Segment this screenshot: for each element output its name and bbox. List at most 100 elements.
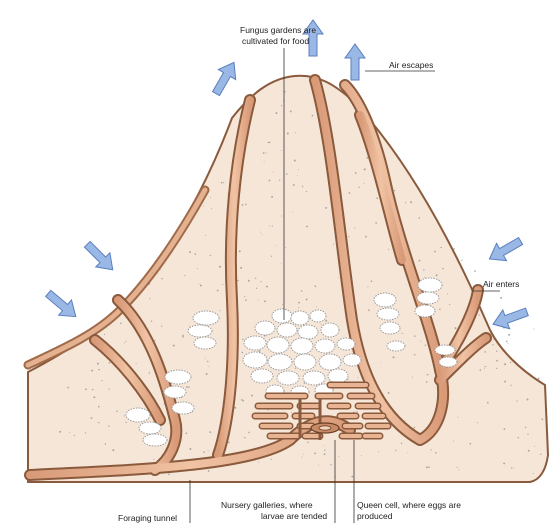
storage-chamber — [165, 370, 191, 384]
speckle — [301, 290, 303, 292]
speckle — [271, 459, 272, 460]
speckle — [500, 297, 502, 299]
speckle — [184, 275, 185, 276]
storage-chamber — [194, 337, 216, 349]
speckle — [276, 245, 277, 246]
speckle — [518, 437, 520, 439]
speckle — [540, 454, 541, 455]
speckle — [260, 281, 261, 282]
storage-chamber — [126, 408, 150, 422]
speckle — [237, 280, 239, 282]
fungus-chamber — [255, 321, 275, 335]
speckle — [428, 466, 430, 468]
speckle — [286, 173, 288, 175]
speckle — [258, 299, 259, 300]
speckle — [461, 260, 462, 261]
speckle — [152, 272, 153, 273]
speckle — [431, 449, 432, 450]
speckle — [208, 450, 209, 451]
speckle — [198, 284, 199, 285]
mound-body — [28, 76, 548, 482]
speckle — [541, 418, 543, 420]
speckle — [330, 464, 331, 465]
speckle — [496, 368, 497, 369]
speckle — [85, 432, 86, 433]
speckle — [455, 327, 457, 329]
speckle — [474, 270, 476, 272]
speckle — [314, 453, 316, 455]
speckle — [479, 314, 480, 315]
speckle — [367, 286, 368, 287]
speckle — [104, 334, 105, 335]
speckle — [527, 434, 528, 435]
speckle — [186, 432, 188, 434]
speckle — [453, 248, 455, 250]
speckle — [264, 161, 265, 162]
speckle — [136, 363, 137, 364]
speckle — [98, 422, 99, 423]
speckle — [98, 369, 100, 371]
speckle — [392, 294, 393, 295]
speckle — [401, 333, 402, 334]
speckle — [306, 298, 308, 300]
arrow-icon — [484, 232, 525, 267]
speckle — [203, 451, 205, 453]
speckle — [405, 420, 406, 421]
speckle — [425, 345, 426, 346]
fungus-chamber — [251, 369, 273, 383]
arrow-icon — [490, 302, 531, 333]
speckle — [269, 225, 270, 226]
speckle — [295, 132, 296, 133]
speckle — [506, 341, 508, 343]
speckle — [93, 396, 95, 398]
speckle — [538, 378, 540, 380]
speckle — [263, 152, 265, 154]
fungus-chamber — [298, 325, 318, 339]
speckle — [414, 354, 416, 356]
speckle — [302, 457, 303, 458]
storage-chamber — [435, 345, 455, 355]
speckle — [208, 470, 210, 472]
fungus-chamber — [294, 354, 316, 370]
speckle — [359, 187, 360, 188]
speckle — [157, 273, 158, 274]
speckle — [234, 407, 236, 409]
speckle — [217, 290, 219, 292]
speckle — [287, 133, 289, 135]
speckle — [525, 427, 526, 428]
speckle — [266, 286, 268, 288]
speckle — [271, 196, 273, 198]
speckle — [244, 296, 245, 297]
speckle — [275, 112, 277, 114]
speckle — [407, 452, 408, 453]
speckle — [371, 280, 373, 282]
speckle — [85, 388, 87, 390]
speckle — [447, 293, 448, 294]
speckle — [126, 341, 127, 342]
speckle — [269, 180, 271, 182]
speckle — [291, 412, 292, 413]
speckle — [74, 435, 75, 436]
fungus-chamber — [343, 354, 361, 366]
speckle — [120, 323, 122, 325]
speckle — [510, 362, 511, 363]
speckle — [323, 445, 324, 446]
speckle — [457, 417, 458, 418]
fungus-chamber — [337, 338, 355, 350]
speckle — [414, 335, 415, 336]
fungus-chamber — [315, 339, 335, 353]
fungus-chamber — [267, 337, 289, 353]
arrow-icon — [42, 286, 82, 324]
speckle — [484, 368, 485, 369]
speckle — [281, 263, 282, 264]
speckle — [98, 406, 100, 408]
speckle — [91, 370, 93, 372]
fungus-chamber — [303, 371, 325, 385]
speckle — [271, 256, 272, 257]
speckle — [302, 186, 303, 187]
speckle — [453, 441, 454, 442]
speckle — [245, 299, 247, 301]
nursery-label-line2: larvae are tended — [261, 511, 327, 521]
speckle — [173, 345, 175, 347]
nursery-label-line1: Nursery galleries, where — [221, 500, 313, 510]
